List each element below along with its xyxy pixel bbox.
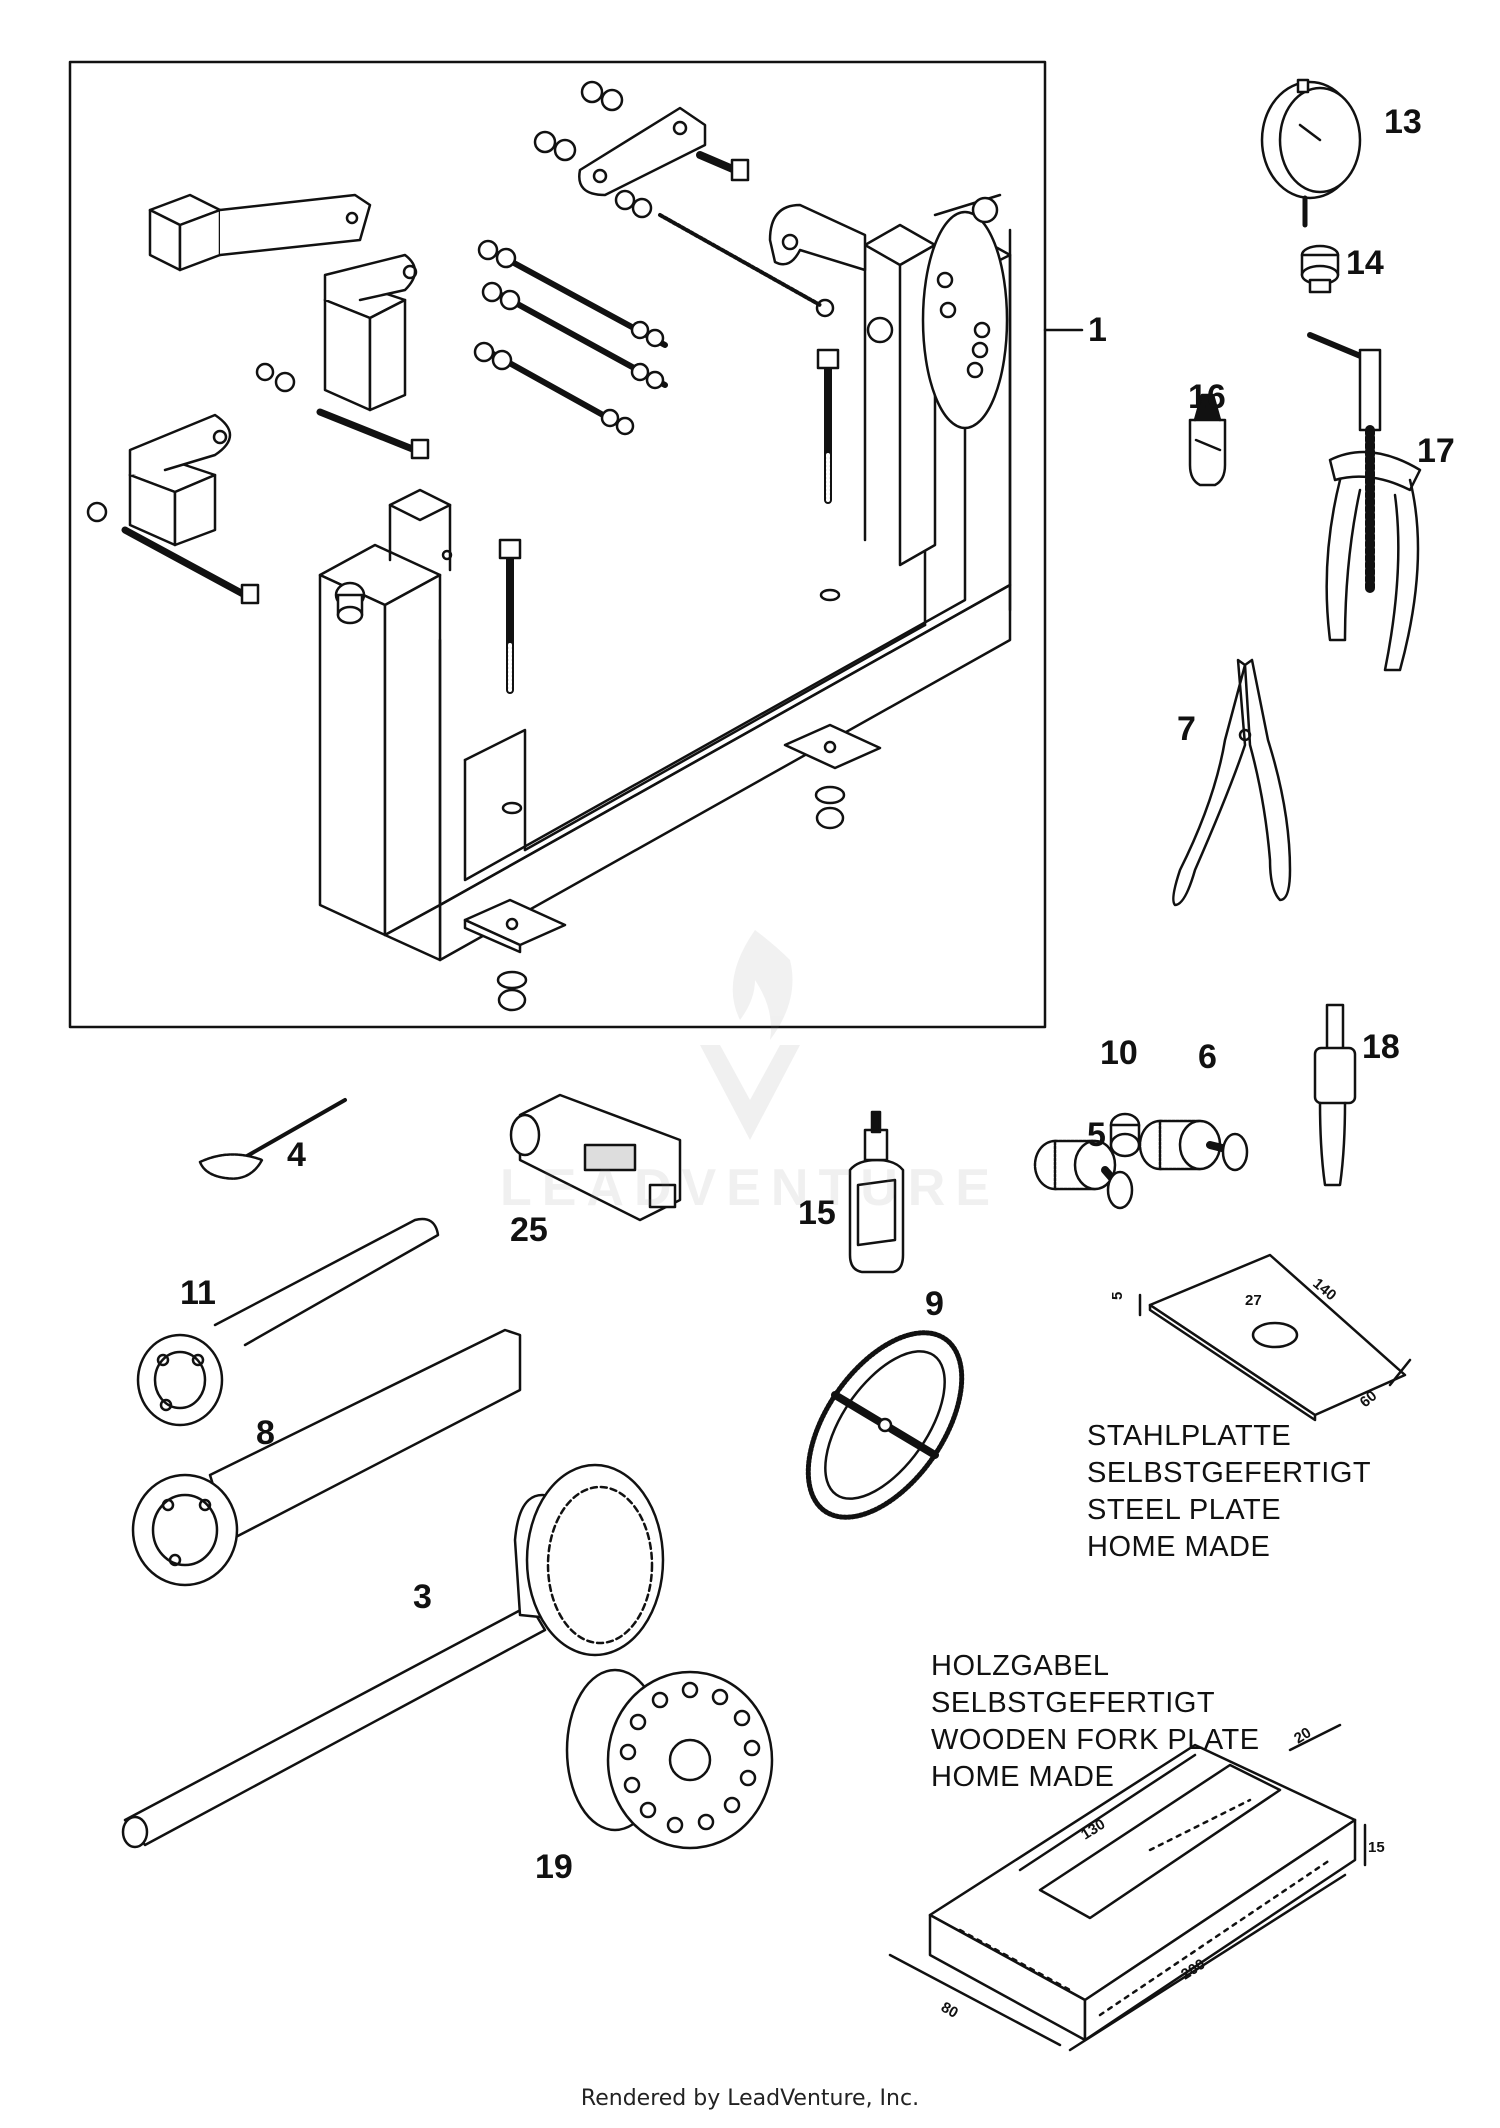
footer-credit: Rendered by LeadVenture, Inc. [580, 2086, 920, 2111]
callout-1: 1 [1088, 311, 1107, 349]
circlip-pliers-drawing [1172, 658, 1292, 907]
wooden-fork-line-2: SELBSTGEFERTIGT [931, 1687, 1216, 1719]
wooden-fork-caption: HOLZGABEL SELBSTGEFERTIGT WOODEN FORK PL… [931, 1648, 1260, 1796]
rotor-drawing [565, 1668, 774, 1850]
dim-height: 15 [1368, 1839, 1385, 1856]
dim-thickness: 5 [1109, 1292, 1126, 1300]
dim-hole: 27 [1245, 1292, 1262, 1309]
callout-9: 9 [925, 1285, 944, 1323]
holding-wrench-eleven-drawing [136, 1217, 440, 1427]
holding-wrench-eight-drawing [131, 1328, 522, 1587]
steel-plate-line-2: SELBSTGEFERTIGT [1087, 1457, 1372, 1489]
sleeve-drawing [1109, 1112, 1141, 1158]
wooden-fork-drawing [888, 1723, 1367, 2052]
callout-3: 3 [413, 1578, 432, 1616]
steel-plate-drawing [1138, 1253, 1412, 1422]
callout-8: 8 [256, 1414, 275, 1452]
callout-6: 6 [1198, 1038, 1217, 1076]
steel-plate-line-3: STEEL PLATE [1087, 1494, 1282, 1526]
callout-17: 17 [1417, 432, 1455, 470]
dim-width-wood: 80 [938, 1999, 961, 2022]
slide-hammer-drawing [1313, 1003, 1357, 1187]
callout-15: 15 [798, 1194, 836, 1232]
callout-11: 11 [180, 1274, 216, 1312]
engine-stand-drawing [86, 80, 1012, 1012]
callout-7: 7 [1177, 710, 1196, 748]
chain-breaker-drawing [509, 1093, 682, 1222]
callout-19: 19 [535, 1848, 573, 1886]
callout-13: 13 [1384, 103, 1422, 141]
loctite-bottle-drawing [848, 1110, 905, 1274]
callout-16: 16 [1188, 378, 1226, 416]
degree-disk-drawing [805, 1330, 965, 1520]
wooden-fork-line-1: HOLZGABEL [931, 1650, 1110, 1682]
adapter-six-drawing [1138, 1119, 1249, 1172]
watermark-text: LEADVENTURE [500, 1159, 1000, 1217]
wooden-fork-line-3: WOODEN FORK PLATE [931, 1724, 1260, 1756]
hook-spanner-drawing [198, 1098, 347, 1180]
sealant-bottle-drawing [1188, 393, 1227, 487]
gauge-adapter-drawing [1300, 244, 1340, 294]
clutch-holder-drawing [121, 1463, 665, 1849]
leadventure-watermark: LEADVENTURE [500, 930, 1000, 1217]
wooden-fork-line-4: HOME MADE [931, 1761, 1115, 1793]
bearing-puller-drawing [1307, 332, 1422, 672]
callout-18: 18 [1362, 1028, 1400, 1066]
steel-plate-line-1: STAHLPLATTE [1087, 1420, 1292, 1452]
dim-slot-width: 20 [1291, 1724, 1314, 1747]
callout-4: 4 [287, 1136, 306, 1174]
steel-plate-line-4: HOME MADE [1087, 1531, 1271, 1563]
steel-plate-caption: STAHLPLATTE SELBSTGEFERTIGT STEEL PLATE … [1087, 1418, 1371, 1566]
callout-25: 25 [510, 1211, 548, 1249]
callout-10: 10 [1100, 1034, 1138, 1072]
callout-14: 14 [1346, 244, 1384, 282]
assembly-frame-box [68, 60, 1047, 1029]
callout-5: 5 [1087, 1116, 1106, 1154]
dial-gauge-drawing [1260, 78, 1362, 228]
adapter-five-drawing [1033, 1139, 1134, 1210]
